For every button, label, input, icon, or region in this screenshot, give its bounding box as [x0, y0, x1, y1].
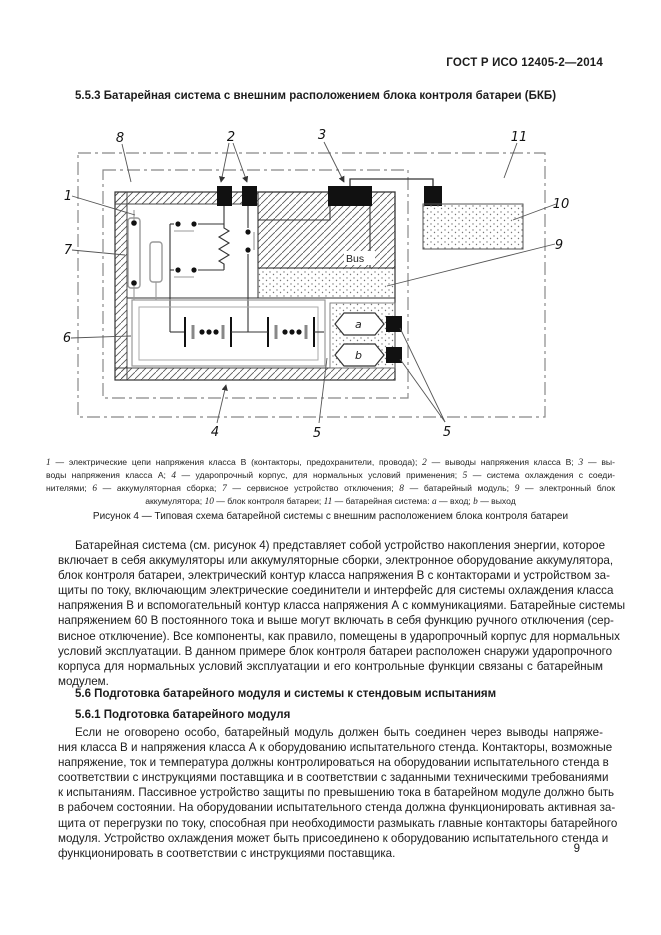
- text-line: Если не оговорено особо, батарейный моду…: [75, 726, 603, 739]
- section-heading-561: 5.6.1 Подготовка батарейного модуля: [75, 709, 291, 721]
- text-line: блок контроля батареи, электрический кон…: [58, 569, 610, 583]
- section-heading-56: 5.6 Подготовка батарейного модуля и сист…: [75, 688, 497, 700]
- text-line: модуля. Устройство охлаждения может быть…: [58, 831, 609, 845]
- bus-label-halo: [344, 251, 375, 265]
- text-line: щиты по току, включающим электрические с…: [58, 584, 614, 598]
- cooling-connector-a: [386, 316, 402, 332]
- page-number: 9: [573, 843, 580, 855]
- text-line: включает в себя аккумуляторы или аккумул…: [58, 554, 614, 568]
- text-line: щита от перегрузки по току, способная пр…: [58, 816, 618, 830]
- position-labels: 1 7 6 8 2 3 11 10 9 4 5 5: [63, 128, 569, 441]
- label-11: 11: [511, 130, 528, 145]
- label-5a: 5: [313, 426, 321, 441]
- text-line: к испытаниям. Пассивное устройство защит…: [58, 786, 615, 800]
- label-2: 2: [227, 130, 235, 145]
- service-disconnect: [127, 210, 163, 300]
- legend-line: воды напряжения класса А; 4 — ударопрочн…: [46, 470, 615, 481]
- text-line: условий эксплуатации. В данном примере б…: [58, 644, 613, 658]
- bcu-connector: [424, 186, 442, 206]
- battery-assembly: [131, 299, 326, 367]
- text-line: Батарейная система (см. рисунок 4) предс…: [75, 539, 606, 552]
- leader-lines: [70, 141, 557, 424]
- coolant-outlet-port: [334, 343, 385, 367]
- port-a-label: a: [355, 318, 362, 331]
- cooling-ports: a b: [334, 312, 402, 367]
- text-line: в рабочем состоянии. На оборудовании исп…: [58, 801, 616, 815]
- label-7: 7: [64, 243, 73, 258]
- text-line: висное отключение). Все компоненты, как …: [58, 629, 620, 643]
- document-code-header: ГОСТ Р ИСО 12405-2—2014: [446, 57, 603, 69]
- port-b-label: b: [355, 349, 362, 362]
- bus-label: Bus: [346, 253, 364, 265]
- text-line: соответствии с инструкциями поставщика и…: [58, 771, 609, 785]
- label-1: 1: [64, 189, 72, 204]
- text-line: напряжения В и вспомогательный контур кл…: [58, 599, 626, 613]
- class-a-wire: [349, 178, 434, 186]
- label-6: 6: [63, 331, 71, 346]
- class-b-terminal-1: [217, 186, 232, 206]
- label-9: 9: [555, 238, 563, 253]
- label-10: 10: [553, 197, 570, 212]
- cell-group-2-dots: [282, 329, 302, 335]
- class-a-terminal: [328, 186, 372, 206]
- coolant-inlet-port: [334, 312, 385, 336]
- cooling-connector-b: [386, 347, 402, 363]
- class-b-terminal-2: [242, 186, 257, 206]
- label-5b: 5: [443, 425, 451, 440]
- figure-caption: Рисунок 4 — Типовая схема батарейной сис…: [92, 511, 569, 522]
- text-line: корпуса для нормальных условий эксплуата…: [58, 659, 603, 673]
- battery-system-boundary: [77, 152, 546, 418]
- battery-module-boundary: [102, 169, 409, 399]
- battery-control-unit-box: [422, 203, 524, 250]
- bus-conductor: [258, 206, 331, 221]
- text-line: напряжением 60 В постоянного тока и выше…: [58, 614, 614, 628]
- precharge-resistor: [217, 224, 231, 268]
- legend-line: 1 — электрические цепи напряжения класса…: [46, 457, 615, 468]
- figure-4-diagram: Bus: [63, 128, 569, 441]
- legend-line: аккумулятора; 10 — блок контроля батареи…: [145, 496, 516, 507]
- cell-group-1-dots: [199, 329, 219, 335]
- contactor-contacts: [175, 221, 251, 273]
- section-heading-553: 5.5.3 Батарейная система с внешним распо…: [75, 90, 557, 102]
- text-line: напряжение, ток и температура должны кон…: [58, 756, 609, 770]
- text-line: функционировать в соответствии с инструк…: [58, 846, 396, 860]
- text-line: модулем.: [58, 674, 109, 688]
- body-paragraph-2: Если не оговорено особо, батарейный моду…: [58, 725, 618, 861]
- text-line: ния класса В и напряжения класса А к обо…: [58, 741, 613, 755]
- label-4: 4: [211, 425, 219, 440]
- label-8: 8: [116, 131, 124, 146]
- label-3: 3: [318, 128, 326, 143]
- class-b-circuits: [169, 206, 255, 333]
- battery-electronics-region: [257, 267, 396, 299]
- figure-legend: 1 — электрические цепи напряжения класса…: [46, 456, 615, 508]
- body-paragraph-1: Батарейная система (см. рисунок 4) предс…: [58, 538, 626, 689]
- legend-line: нителями; 6 — аккумуляторная сборка; 7 —…: [46, 483, 615, 494]
